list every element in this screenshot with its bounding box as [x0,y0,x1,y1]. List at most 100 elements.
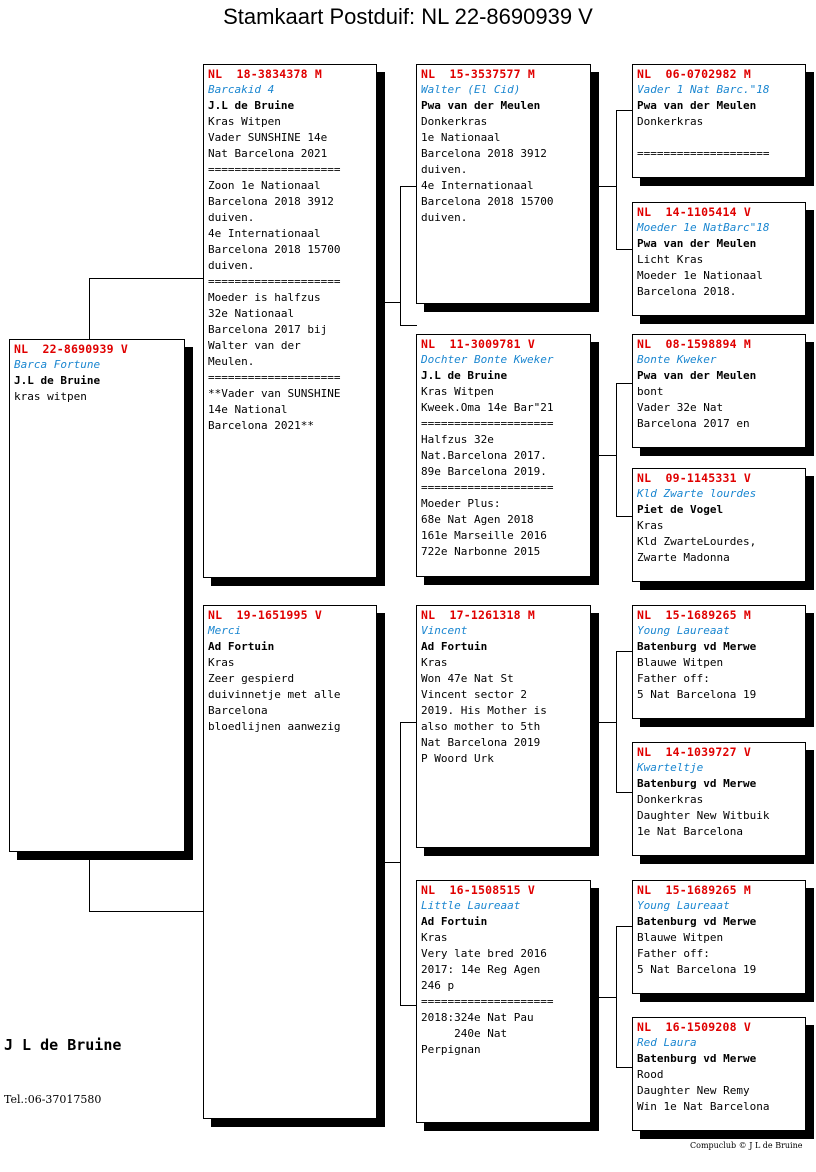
info-line: Daughter New Remy [637,1084,750,1097]
info-line: 5 Nat Barcelona 19 [637,963,757,976]
connector-mf-mfm [616,792,633,793]
info-line: Donkerkras [637,115,704,128]
info-line: Blauwe Witpen [637,931,724,944]
pigeon-name: Dochter Bonte Kweker [421,353,554,366]
owner-name: Ad Fortuin [421,640,488,653]
pigeon-name: Walter (El Cid) [421,83,521,96]
pigeon-name: Young Laureaat [637,899,730,912]
ring-number: NL 08-1598894 M [637,337,751,351]
info-line: 246 p [421,979,455,992]
pigeon-name: Young Laureaat [637,624,730,637]
connector-self-father-h [89,278,204,279]
credit-text: Compuclub © J L de Bruine [690,1141,803,1150]
info-line: Barcelona 2018 3912 [208,195,334,208]
info-line: Vincent sector 2 [421,688,527,701]
info-line: Zoon 1e Nationaal [208,179,321,192]
info-line: Barcelona 2017 bij [208,323,328,336]
info-line: Father off: [637,672,710,685]
info-line: duiven. [208,259,255,272]
connector-mm-mmf [616,926,633,927]
connector-mm-mmm [616,1067,633,1068]
connector-mother-mf [400,722,417,723]
info-line: 2018:324e Nat Pau [421,1011,534,1024]
ring-number: NL 09-1145331 V [637,471,751,485]
info-line: kras witpen [14,390,87,403]
info-line: 4e Internationaal [208,227,321,240]
pigeon-name: Vader 1 Nat Barc."18 [637,83,770,96]
pigeon-name: Merci [208,624,242,637]
info-line: ==================== [637,147,770,160]
info-line: Kld ZwarteLourdes, [637,535,757,548]
connector-self-mother-h [89,911,204,912]
info-line: 68e Nat Agen 2018 [421,513,534,526]
ring-number: NL 22-8690939 V [14,342,128,356]
ring-number: NL 15-1689265 M [637,608,751,622]
info-line: Walter van der [208,339,301,352]
connector-ff-stem [598,186,617,187]
info-line: Licht Kras [637,253,704,266]
ring-number: NL 11-3009781 V [421,337,535,351]
info-line: Father off: [637,947,710,960]
info-line: Moeder is halfzus [208,291,321,304]
info-line: Kras [421,931,448,944]
connector-self-father [89,278,90,340]
info-line: Nat.Barcelona 2017. [421,449,547,462]
info-line: Perpignan [421,1043,481,1056]
owner-name: Batenburg vd Merwe [637,777,757,790]
connector-mother-mm [400,1005,417,1006]
connector-mother-bracket [400,722,401,1006]
info-line: Donkerkras [421,115,488,128]
owner-name: Batenburg vd Merwe [637,915,757,928]
info-line: Barcelona 2018. [637,285,737,298]
info-line [637,130,801,146]
connector-mm-stem [598,997,617,998]
connector-ff-fff [616,110,633,111]
info-line: Donkerkras [637,793,704,806]
page-title: Stamkaart Postduif: NL 22-8690939 V [223,4,593,29]
ring-number: NL 14-1039727 V [637,745,751,759]
info-line: Moeder 1e Nationaal [637,269,763,282]
ring-number: NL 06-0702982 M [637,67,751,81]
owner-name: Ad Fortuin [208,640,275,653]
info-line: Meulen. [208,355,255,368]
connector-mf-stem [598,722,617,723]
connector-self-mother [89,851,90,912]
info-line: ==================== [421,995,554,1008]
owner-name: Pwa van der Meulen [637,237,757,250]
info-line: 32e Nationaal [208,307,295,320]
info-line: Rood [637,1068,664,1081]
owner-name: Ad Fortuin [421,915,488,928]
owner-name: J.L de Bruine [208,99,295,112]
connector-father-bracket [400,186,401,326]
connector-father-fm [400,325,417,326]
info-line: Barcelona [208,704,268,717]
info-line: 161e Marseille 2016 [421,529,547,542]
info-line: Kras [421,656,448,669]
connector-father-ff [400,186,417,187]
info-line: 5 Nat Barcelona 19 [637,688,757,701]
info-line: Barcelona 2018 15700 [208,243,341,256]
owner-name: J.L de Bruine [421,369,508,382]
ring-number: NL 14-1105414 V [637,205,751,219]
info-line: **Vader van SUNSHINE [208,387,341,400]
ring-number: NL 18-3834378 M [208,67,322,81]
pigeon-name: Bonte Kweker [637,353,717,366]
info-line: ==================== [421,481,554,494]
breeder-name: J L de Bruine [4,1036,122,1054]
pigeon-name: Barcakid 4 [208,83,275,96]
info-line: duiven. [208,211,255,224]
info-line: Barcelona 2018 3912 [421,147,547,160]
phone-number: Tel.:06-37017580 [4,1093,102,1106]
connector-ff-ffm [616,249,633,250]
info-line: 1e Nat Barcelona [637,825,743,838]
info-line: duivinnetje met alle [208,688,341,701]
connector-mf-mff [616,651,633,652]
ring-number: NL 19-1651995 V [208,608,322,622]
pigeon-name: Barca Fortune [14,358,101,371]
